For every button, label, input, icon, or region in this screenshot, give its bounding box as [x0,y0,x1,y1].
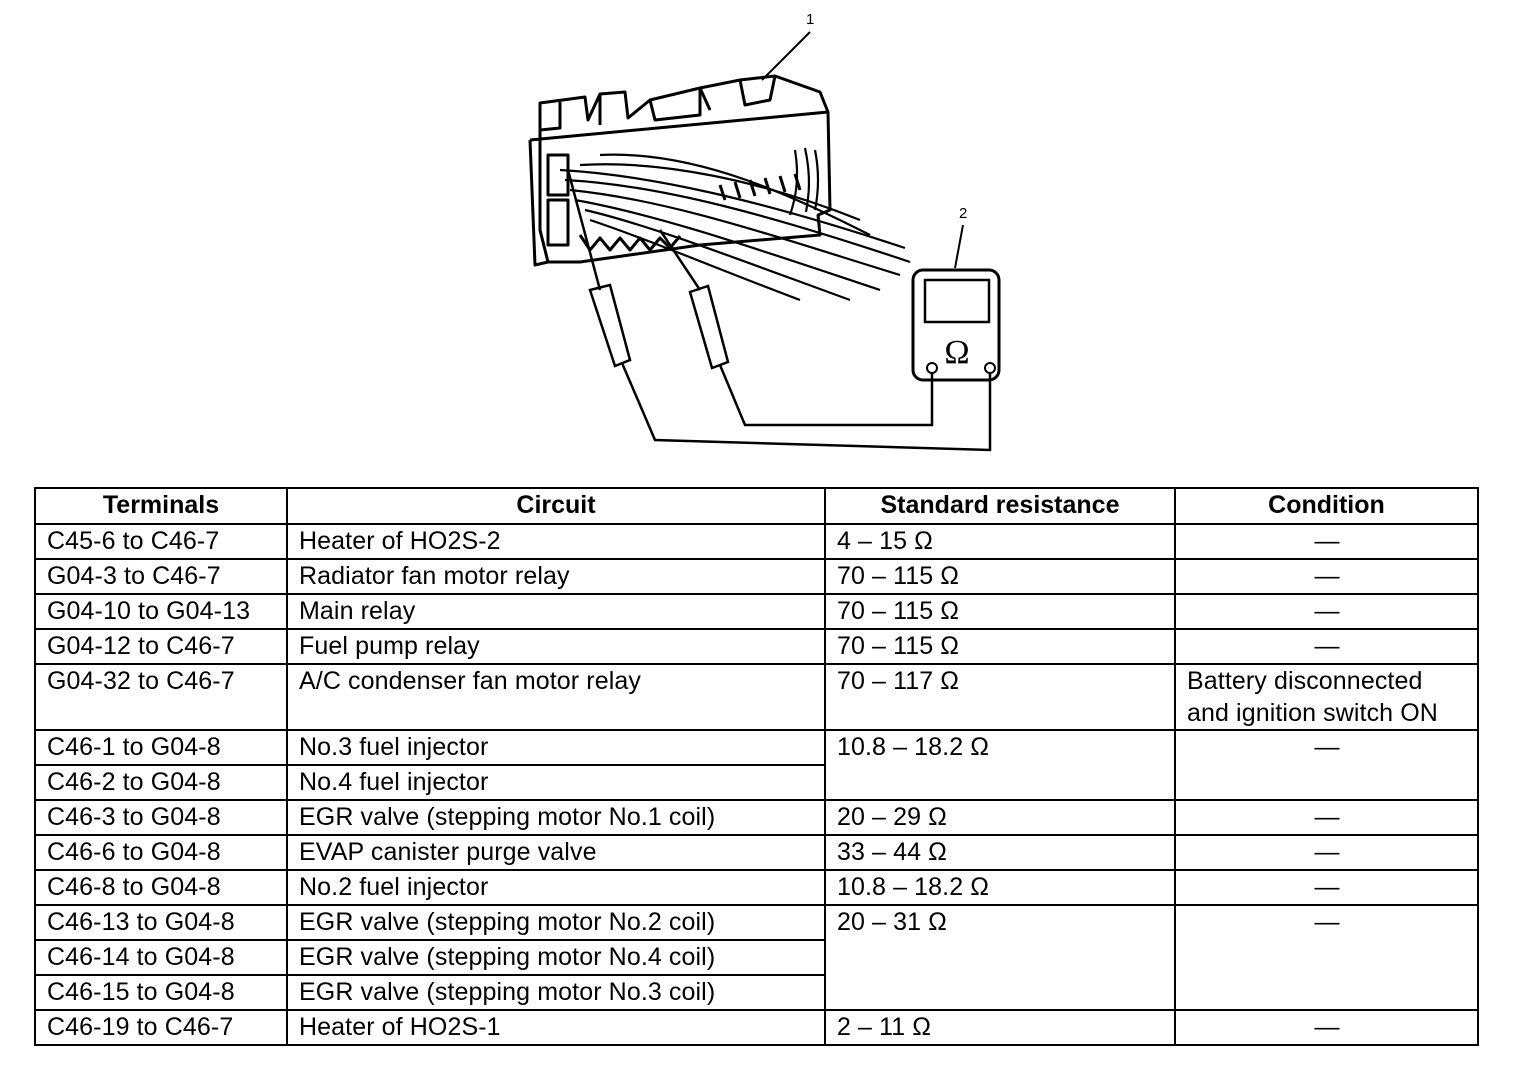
condition-cell: — [1174,523,1479,560]
resistance-cell: 33 – 44 Ω [824,834,1176,871]
circuit-cell: No.3 fuel injector [286,729,826,766]
circuit-cell: Radiator fan motor relay [286,558,826,595]
resistance-cell: 2 – 11 Ω [824,1009,1176,1046]
terminals-cell: C46-13 to G04-8 [34,904,288,941]
condition-cell: — [1174,904,1479,1011]
resistance-spec-table: Terminals Circuit Standard resistance Co… [34,487,1479,1046]
terminals-cell: C46-15 to G04-8 [34,974,288,1011]
terminals-cell: C46-3 to G04-8 [34,799,288,836]
circuit-cell: EGR valve (stepping motor No.4 coil) [286,939,826,976]
terminals-cell: G04-3 to C46-7 [34,558,288,595]
callout-1-label: 1 [806,11,814,28]
condition-cell: — [1174,1009,1479,1046]
table-row: C46-14 to G04-8 EGR valve (stepping moto… [34,939,1478,976]
resistance-cell: 70 – 117 Ω [824,663,1176,731]
callout-2-label: 2 [959,205,967,222]
terminals-cell: G04-10 to G04-13 [34,593,288,630]
table-row: C46-15 to G04-8 EGR valve (stepping moto… [34,974,1478,1011]
condition-cell: — [1174,869,1479,906]
condition-cell: — [1174,799,1479,836]
resistance-cell: 20 – 29 Ω [824,799,1176,836]
terminals-cell: G04-12 to C46-7 [34,628,288,665]
condition-cell: — [1174,558,1479,595]
callout-2: 2 [954,205,967,269]
terminals-cell: C46-2 to G04-8 [34,764,288,801]
table-row: C46-1 to G04-8 No.3 fuel injector 10.8 –… [34,729,1479,801]
condition-line-2: and ignition switch ON [1187,699,1438,727]
table-row: C46-6 to G04-8 EVAP canister purge valve… [34,834,1479,871]
circuit-cell: Main relay [286,593,826,630]
condition-cell: — [1174,628,1479,665]
circuit-cell: EGR valve (stepping motor No.3 coil) [286,974,826,1011]
circuit-cell: No.4 fuel injector [286,764,826,801]
table-row: G04-12 to C46-7 Fuel pump relay 70 – 115… [34,628,1479,665]
terminals-cell: C46-6 to G04-8 [34,834,288,871]
circuit-cell: EGR valve (stepping motor No.1 coil) [286,799,826,836]
resistance-cell: 70 – 115 Ω [824,628,1176,665]
header-standard-resistance: Standard resistance [824,487,1176,525]
terminals-cell: G04-32 to C46-7 [34,663,288,731]
terminals-cell: C46-8 to G04-8 [34,869,288,906]
callout-1: 1 [761,11,814,81]
resistance-cell: 20 – 31 Ω [824,904,1176,1011]
circuit-cell: EGR valve (stepping motor No.2 coil) [286,904,826,941]
table-row: C45-6 to C46-7 Heater of HO2S-2 4 – 15 Ω… [34,523,1479,560]
condition-cell: Battery disconnected and ignition switch… [1174,663,1479,731]
table-row: C46-19 to C46-7 Heater of HO2S-1 2 – 11 … [34,1009,1479,1046]
ecm-connector-icon [528,74,832,267]
resistance-cell: 70 – 115 Ω [824,558,1176,595]
resistance-cell: 70 – 115 Ω [824,593,1176,630]
terminals-cell: C46-1 to G04-8 [34,729,288,766]
ohmmeter-icon: Ω [911,268,1001,382]
condition-line-1: Battery disconnected [1187,667,1423,695]
table-row: G04-10 to G04-13 Main relay 70 – 115 Ω — [34,593,1479,630]
wire-harness-icon [559,147,911,302]
resistance-cell: 10.8 – 18.2 Ω [824,729,1176,801]
circuit-cell: EVAP canister purge valve [286,834,826,871]
terminals-cell: C46-19 to C46-7 [34,1009,288,1046]
terminals-cell: C46-14 to G04-8 [34,939,288,976]
connector-test-illustration: Ω 1 2 [0,0,1520,480]
terminals-cell: C45-6 to C46-7 [34,523,288,560]
condition-cell: — [1174,834,1479,871]
table-row: C46-8 to G04-8 No.2 fuel injector 10.8 –… [34,869,1479,906]
resistance-cell: 4 – 15 Ω [824,523,1176,560]
table-row: C46-13 to G04-8 EGR valve (stepping moto… [34,904,1479,1011]
table-row: G04-3 to C46-7 Radiator fan motor relay … [34,558,1479,595]
table-header-row: Terminals Circuit Standard resistance Co… [34,487,1479,525]
condition-cell: — [1174,729,1479,801]
circuit-cell: Heater of HO2S-2 [286,523,826,560]
circuit-cell: No.2 fuel injector [286,869,826,906]
header-circuit: Circuit [286,487,826,525]
table-row: C46-3 to G04-8 EGR valve (stepping motor… [34,799,1479,836]
resistance-cell: 10.8 – 18.2 Ω [824,869,1176,906]
circuit-cell: A/C condenser fan motor relay [286,663,826,731]
table-row: G04-32 to C46-7 A/C condenser fan motor … [34,663,1479,731]
header-terminals: Terminals [34,487,288,525]
header-condition: Condition [1174,487,1479,525]
condition-cell: — [1174,593,1479,630]
test-probe-icon [566,169,992,452]
circuit-cell: Heater of HO2S-1 [286,1009,826,1046]
ohm-symbol: Ω [944,334,969,371]
table-row: C46-2 to G04-8 No.4 fuel injector [34,764,1478,801]
circuit-cell: Fuel pump relay [286,628,826,665]
